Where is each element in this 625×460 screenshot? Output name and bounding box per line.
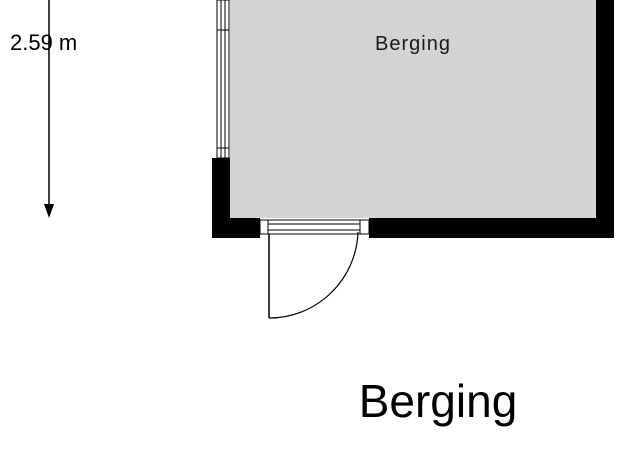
plan-title: Berging <box>359 375 518 427</box>
room-floor <box>230 0 596 218</box>
wall-right <box>596 0 614 238</box>
window-left <box>216 0 230 159</box>
dimension-label: 2.59 m <box>10 30 77 55</box>
dimension-arrowhead-icon <box>44 204 54 218</box>
door <box>259 219 370 319</box>
room-label: Berging <box>375 33 451 55</box>
wall-bottom-right <box>369 218 614 238</box>
dimension-indicator: 2.59 m <box>10 0 77 218</box>
wall-left-lower <box>212 158 230 238</box>
door-swing-arc <box>268 231 359 319</box>
walls <box>212 0 614 238</box>
door-frame <box>259 219 370 235</box>
